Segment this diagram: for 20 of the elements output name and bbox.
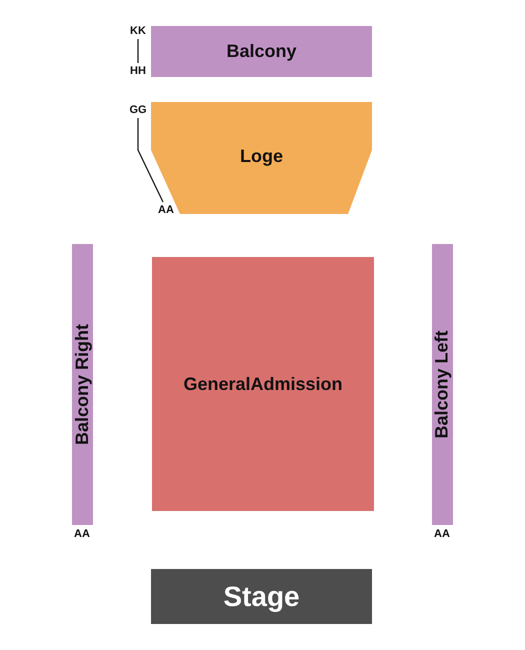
row-label: AA — [74, 528, 90, 540]
row-label: AA — [158, 204, 174, 216]
row-range-line — [137, 39, 139, 63]
row-label: AA — [434, 528, 450, 540]
seating-section — [151, 102, 372, 214]
section-label: Balcony — [226, 41, 297, 62]
section-label: Loge — [240, 146, 283, 166]
stage-block — [151, 569, 372, 624]
section-label: Balcony Left — [432, 330, 453, 439]
row-label: GG — [129, 104, 147, 116]
row-label: KK — [130, 25, 146, 37]
row-label: HH — [130, 65, 146, 77]
section-label: Balcony Right — [72, 324, 93, 445]
seating-section — [151, 26, 372, 77]
row-range-line — [137, 118, 164, 202]
seating-section — [432, 244, 453, 525]
seating-section — [72, 244, 93, 525]
seating-section — [152, 257, 374, 511]
section-label: Stage — [223, 580, 300, 612]
section-label: GeneralAdmission — [183, 374, 343, 394]
